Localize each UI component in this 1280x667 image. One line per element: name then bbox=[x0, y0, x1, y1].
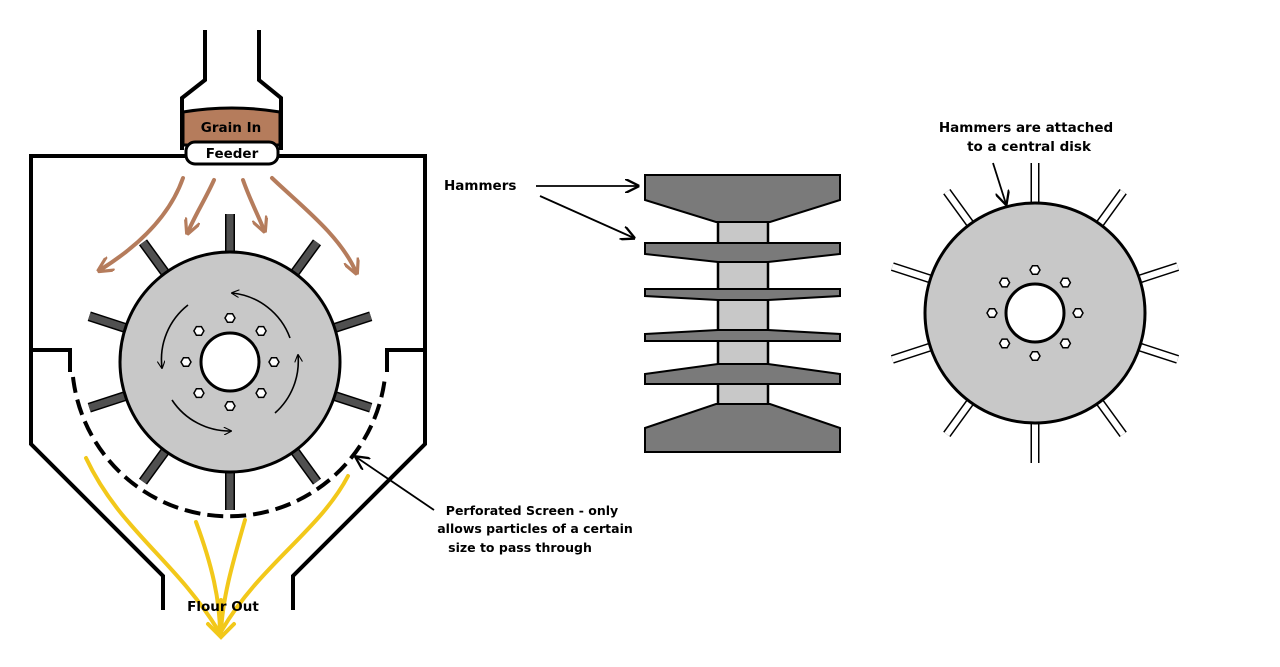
mill-bolt-holes bbox=[180, 312, 280, 412]
bolt-hole bbox=[255, 325, 267, 336]
bolt-hole bbox=[1029, 350, 1041, 362]
bolt-hole bbox=[998, 338, 1011, 349]
screen-label-line1: Perforated Screen - only bbox=[446, 503, 618, 518]
hammer-plate-3 bbox=[644, 288, 841, 301]
bolt-hole bbox=[1072, 307, 1084, 319]
flour-flow-arrows bbox=[84, 456, 350, 640]
bolt-hole bbox=[268, 356, 280, 368]
rotation-arrow-top bbox=[232, 293, 291, 339]
hammer-plate-bottom bbox=[644, 403, 841, 453]
feeder-box: Feeder bbox=[184, 140, 280, 166]
feeder-label: Feeder bbox=[206, 146, 259, 162]
flour-out-label: Flour Out bbox=[187, 599, 259, 615]
screen-label-line2: allows particles of a certain bbox=[437, 521, 633, 536]
hammer-plate-4 bbox=[644, 329, 841, 342]
hammers-arrow-2 bbox=[539, 195, 634, 238]
hammer-plate-5 bbox=[644, 363, 841, 385]
bolt-hole bbox=[193, 325, 205, 336]
disk-bolt-holes bbox=[986, 264, 1084, 362]
disk-label-line2: to a central disk bbox=[967, 139, 1092, 155]
rotation-arrow-right bbox=[274, 355, 298, 414]
disk-callout-arrow bbox=[992, 162, 1006, 204]
bolt-hole bbox=[1029, 264, 1041, 276]
rotation-arrow-left bbox=[161, 304, 189, 368]
mill-rotor bbox=[87, 214, 373, 510]
flour-arrowhead bbox=[206, 622, 236, 640]
housing-left-wall bbox=[29, 154, 186, 610]
perforated-screen bbox=[71, 376, 387, 519]
housing-right-wall bbox=[278, 154, 427, 610]
hammer-plate-top bbox=[644, 174, 841, 223]
flour-arrow-left bbox=[84, 456, 220, 632]
bolt-hole bbox=[224, 400, 236, 412]
shelf-right bbox=[385, 348, 425, 372]
screen-callout-arrow bbox=[356, 457, 435, 511]
disk-label-line1: Hammers are attached bbox=[939, 120, 1113, 136]
bolt-hole bbox=[224, 312, 236, 324]
bolt-hole bbox=[255, 388, 267, 399]
flour-arrow-right bbox=[220, 474, 350, 632]
bolt-hole bbox=[986, 307, 998, 319]
screen-label-line3: size to pass through bbox=[448, 540, 592, 555]
bolt-hole bbox=[1059, 277, 1072, 288]
hammers-label: Hammers bbox=[444, 178, 516, 194]
grain-arrow-4 bbox=[270, 176, 356, 272]
shaft-segment-2 bbox=[716, 256, 770, 372]
grain-arrow-2 bbox=[188, 178, 216, 232]
grain-arrow-1 bbox=[100, 176, 185, 270]
shelf-left bbox=[31, 348, 72, 372]
bolt-hole bbox=[1059, 338, 1072, 349]
grain-flow-arrows bbox=[100, 176, 356, 272]
bolt-hole bbox=[180, 356, 192, 368]
rotation-arrow-bottom bbox=[171, 399, 231, 431]
bolt-hole bbox=[193, 388, 205, 399]
central-disk-hub bbox=[1004, 282, 1066, 344]
bolt-hole bbox=[998, 277, 1011, 288]
mill-housing bbox=[29, 30, 427, 610]
flour-arrow-mid-right bbox=[219, 518, 247, 636]
hammer-stack-side-view bbox=[644, 174, 841, 453]
grain-in-box: Grain In bbox=[181, 106, 282, 147]
central-disk-view bbox=[890, 163, 1180, 463]
grain-in-label: Grain In bbox=[201, 120, 261, 136]
mill-hub bbox=[199, 331, 261, 393]
hammer-plate-2 bbox=[644, 242, 841, 263]
grain-arrow-3 bbox=[241, 178, 264, 230]
